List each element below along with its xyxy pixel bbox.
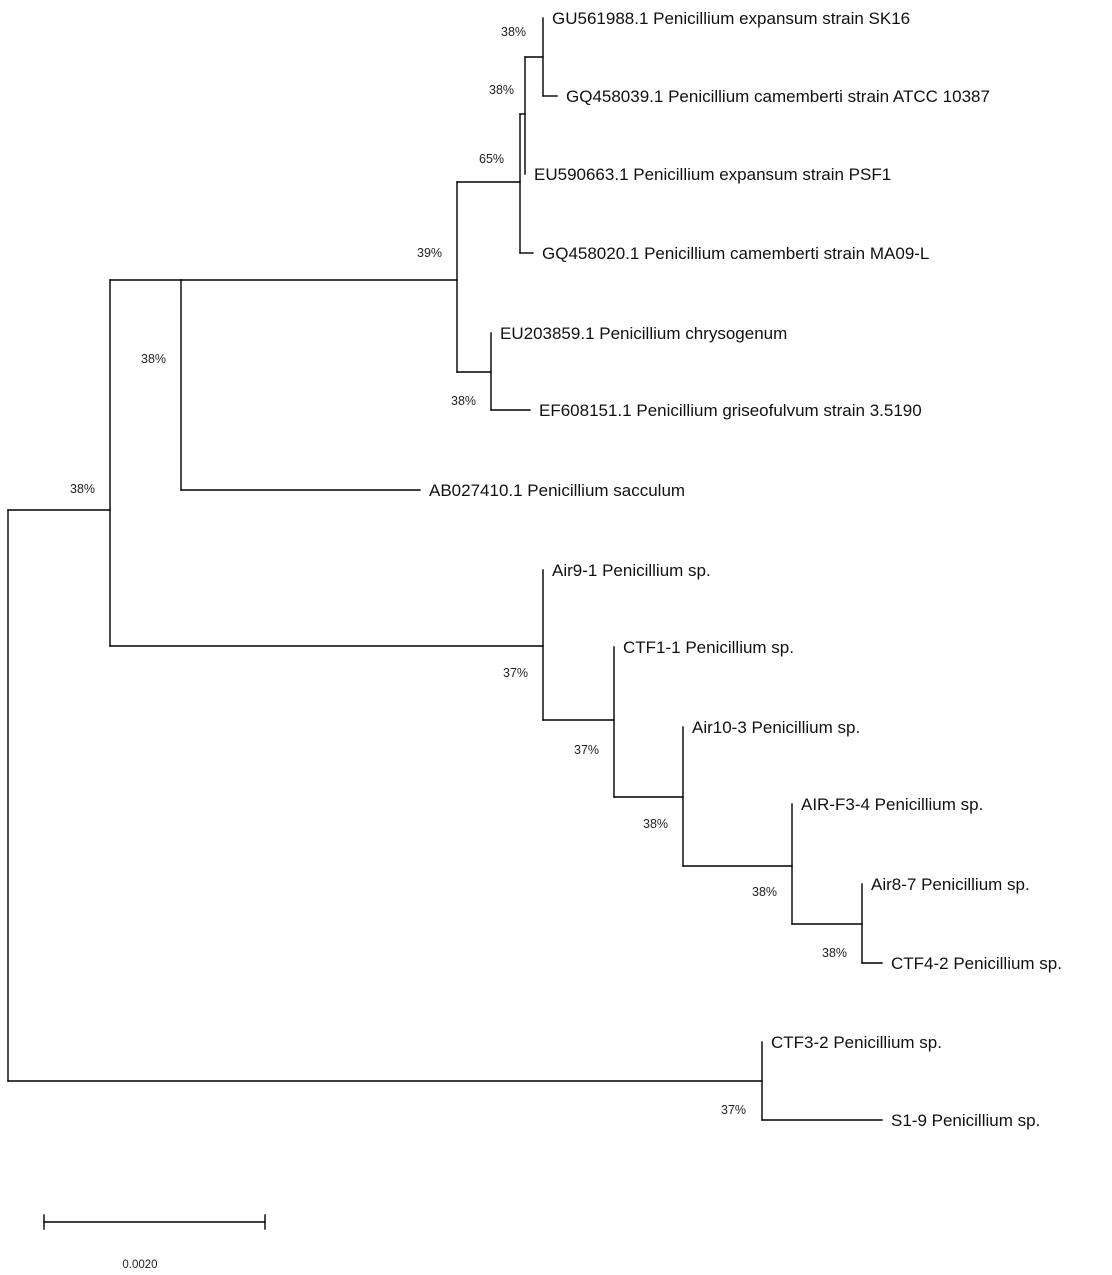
leaf-label-L3: EU590663.1 Penicillium expansum strain P… (534, 165, 891, 184)
support-value-N9: 37% (574, 743, 599, 757)
support-value-N10: 38% (643, 817, 668, 831)
leaf-label-L11: AIR-F3-4 Penicillium sp. (801, 795, 983, 814)
leaf-label-L15: S1-9 Penicillium sp. (891, 1111, 1040, 1130)
support-value-N11: 38% (752, 885, 777, 899)
support-value-N6: 38% (501, 25, 526, 39)
scale-bar: 0.0020 (43, 1214, 266, 1271)
leaf-label-L14: CTF3-2 Penicillium sp. (771, 1033, 942, 1052)
leaf-label-L6: EF608151.1 Penicillium griseofulvum stra… (539, 401, 922, 420)
leaf-label-L10: Air10-3 Penicillium sp. (692, 718, 860, 737)
leaf-label-L1: GU561988.1 Penicillium expansum strain S… (552, 9, 910, 28)
leaf-label-L5: EU203859.1 Penicillium chrysogenum (500, 324, 787, 343)
leaf-label-L4: GQ458020.1 Penicillium camemberti strain… (542, 244, 929, 263)
leaf-label-L13: CTF4-2 Penicillium sp. (891, 954, 1062, 973)
leaf-label-L9: CTF1-1 Penicillium sp. (623, 638, 794, 657)
support-value-N2: 38% (141, 352, 166, 366)
leaf-label-L8: Air9-1 Penicillium sp. (552, 561, 711, 580)
leaf-label-L2: GQ458039.1 Penicillium camemberti strain… (566, 87, 990, 106)
leaf-labels: GU561988.1 Penicillium expansum strain S… (429, 9, 1062, 1130)
support-value-N13: 38% (822, 946, 847, 960)
support-value-N5: 38% (489, 83, 514, 97)
support-value-N8: 37% (503, 666, 528, 680)
support-value-N12: 37% (721, 1103, 746, 1117)
support-value-N4: 65% (479, 152, 504, 166)
support-value-N1: 38% (70, 482, 95, 496)
leaf-label-L7: AB027410.1 Penicillium sacculum (429, 481, 685, 500)
support-value-N7: 38% (451, 394, 476, 408)
scale-bar-label: 0.0020 (122, 1259, 157, 1271)
leaf-label-L12: Air8-7 Penicillium sp. (871, 875, 1030, 894)
tree-branches (7, 17, 883, 1121)
support-value-N3: 39% (417, 246, 442, 260)
support-values: 38% 38% 39% 65% 38% 38% 38% 37% 37% 38% 38% 38% 37% (70, 25, 847, 1117)
